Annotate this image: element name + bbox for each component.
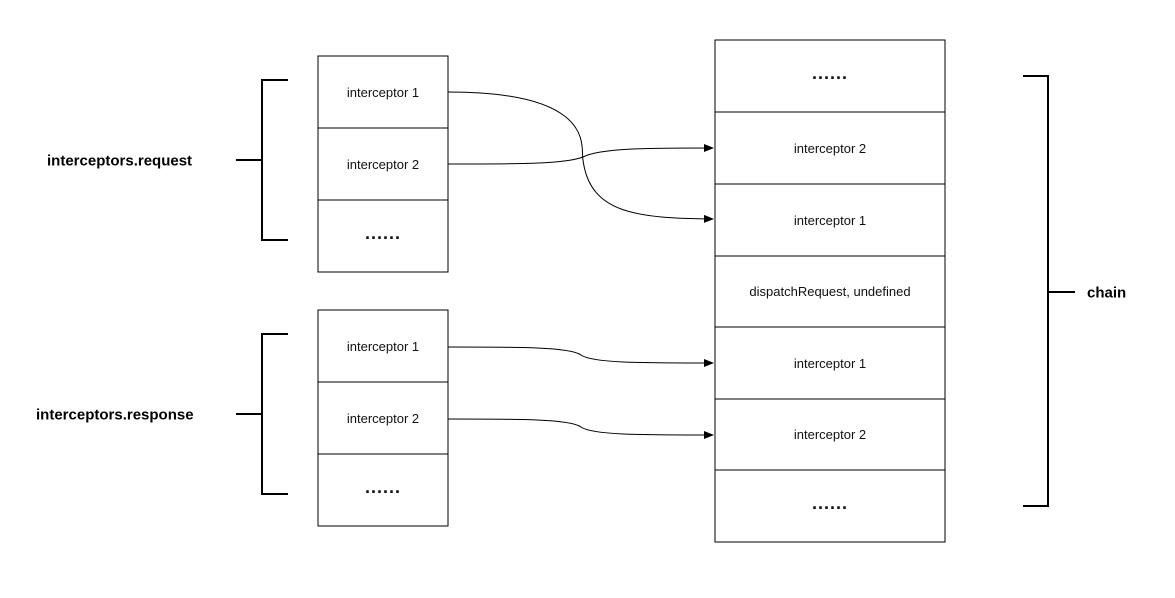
chain-cell-request-interceptor-2: interceptor 2 xyxy=(793,140,867,156)
chain-cell-request-interceptor-1: interceptor 1 xyxy=(793,212,867,228)
request-cell-interceptor-2: interceptor 2 xyxy=(346,156,420,172)
chain-cell-bottom-ellipsis: ...... xyxy=(811,492,848,513)
response-cell-ellipsis: ...... xyxy=(364,476,401,497)
arrow-response-2-to-chain xyxy=(447,418,714,439)
chain-cell-response-interceptor-1: interceptor 1 xyxy=(793,355,867,371)
chain-cell-top-ellipsis: ...... xyxy=(811,62,848,83)
chain-label: chain xyxy=(1087,284,1127,302)
chain-stack-outline xyxy=(714,39,946,543)
arrow-request-1-to-chain xyxy=(447,91,714,223)
request-group-label: interceptors.request xyxy=(47,152,193,170)
chain-cell-response-interceptor-2: interceptor 2 xyxy=(793,427,867,442)
arrow-response-1-to-chain xyxy=(447,346,714,367)
response-cell-interceptor-2: interceptor 2 xyxy=(346,410,420,426)
request-bracket xyxy=(236,79,288,241)
chain-bracket xyxy=(1023,75,1075,507)
response-cell-interceptor-1: interceptor 1 xyxy=(346,338,420,354)
request-cell-ellipsis: ...... xyxy=(364,222,401,243)
chain-cell-dispatch-request: dispatchRequest, undefined xyxy=(749,284,911,299)
response-stack-outline xyxy=(317,309,449,527)
request-cell-interceptor-1: interceptor 1 xyxy=(346,84,420,100)
arrow-request-2-to-chain xyxy=(447,144,714,165)
response-bracket xyxy=(236,333,288,495)
response-group-label: interceptors.response xyxy=(36,406,194,424)
